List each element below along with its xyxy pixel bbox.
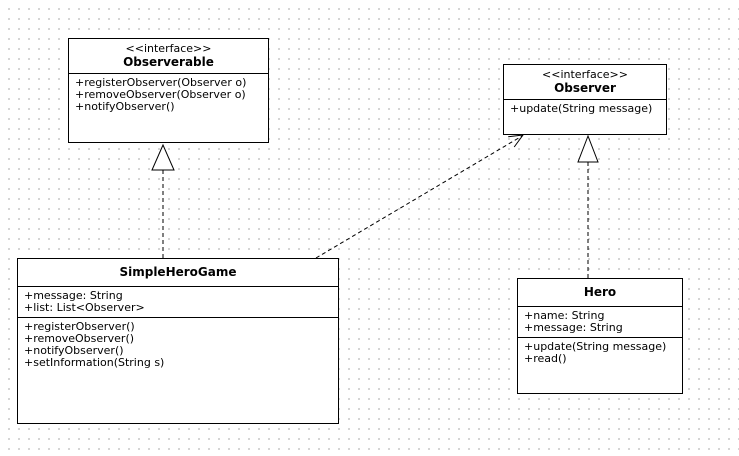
attributes-section: +name: String +message: String <box>518 307 682 338</box>
open-arrowhead-icon <box>508 134 525 148</box>
hollow-triangle-arrowhead-icon <box>151 143 175 171</box>
class-header: <<interface>> Observerable <box>69 39 268 74</box>
method-row: +update(String message) <box>510 102 653 115</box>
attributes-section: +message: String +list: List<Observer> <box>18 287 338 318</box>
stereotype-label: <<interface>> <box>125 42 212 55</box>
method-row: +read() <box>524 352 567 365</box>
class-name: Observerable <box>123 55 214 69</box>
dependency-line-simpleherogame-observer <box>315 135 523 259</box>
method-row: +removeObserver(Observer o) <box>75 88 246 101</box>
class-box-observerable[interactable]: <<interface>> Observerable +registerObse… <box>68 38 269 143</box>
class-name: Observer <box>554 81 616 95</box>
methods-section: +update(String message) +read() <box>518 338 682 368</box>
methods-section: +registerObserver() +removeObserver() +n… <box>18 318 338 372</box>
class-header: <<interface>> Observer <box>504 65 666 100</box>
attribute-row: +message: String <box>24 289 123 302</box>
methods-section: +update(String message) <box>504 100 666 118</box>
class-name: Hero <box>583 285 617 299</box>
method-row: +update(String message) <box>524 340 667 353</box>
class-box-observer[interactable]: <<interface>> Observer +update(String me… <box>503 64 667 135</box>
stereotype-label: <<interface>> <box>542 68 628 81</box>
method-row: +removeObserver() <box>24 332 135 345</box>
class-header: SimpleHeroGame <box>18 259 338 287</box>
attribute-row: +list: List<Observer> <box>24 301 145 314</box>
class-box-simpleherogame[interactable]: SimpleHeroGame +message: String +list: L… <box>17 258 339 424</box>
method-row: +registerObserver() <box>24 320 135 333</box>
class-name: SimpleHeroGame <box>119 265 237 279</box>
hollow-triangle-arrowhead-icon <box>577 134 599 163</box>
class-header: Hero <box>518 279 682 307</box>
method-row: +notifyObserver() <box>75 100 175 113</box>
method-row: +registerObserver(Observer o) <box>75 76 247 89</box>
attribute-row: +name: String <box>524 309 605 322</box>
method-row: +notifyObserver() <box>24 344 124 357</box>
attribute-row: +message: String <box>524 321 623 334</box>
methods-section: +registerObserver(Observer o) +removeObs… <box>69 74 268 116</box>
method-row: +setInformation(String s) <box>24 356 165 369</box>
class-box-hero[interactable]: Hero +name: String +message: String +upd… <box>517 278 683 394</box>
